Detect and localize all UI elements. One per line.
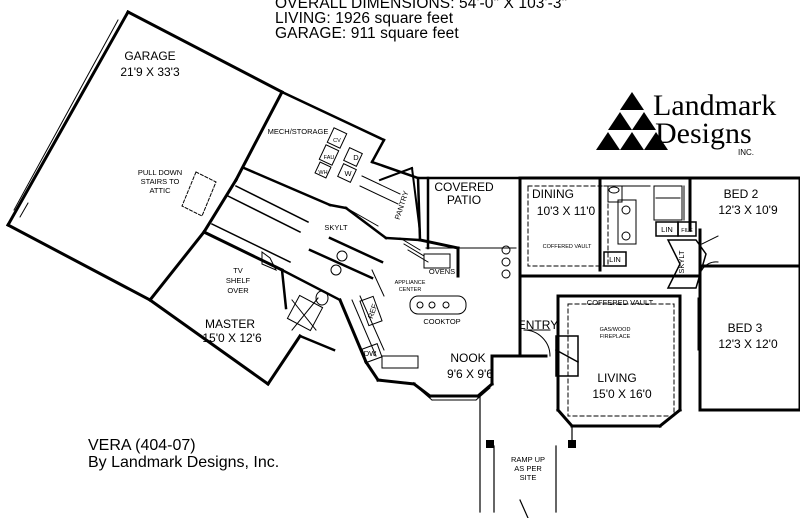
tv-line1: TV xyxy=(233,266,243,275)
mech-storage-label: MECH/STORAGE xyxy=(268,127,329,136)
covered-patio-line1: COVERED xyxy=(434,180,494,194)
attic-line2: STAIRS TO xyxy=(141,177,180,186)
bed3-dim: 12'3 X 12'0 xyxy=(718,337,778,351)
plan-name: VERA (404-07) xyxy=(88,437,196,454)
fireplace-line1: GAS/WOOD xyxy=(600,327,631,333)
ref-label: REF xyxy=(366,302,379,319)
pantry-label: PANTRY xyxy=(393,190,411,221)
entry-label: ENTRY xyxy=(518,318,558,332)
appliance-line1: APPLIANCE xyxy=(395,280,426,286)
wh-label: WH xyxy=(318,170,327,176)
cooktop-label: COOKTOP xyxy=(423,317,460,326)
plan-footer: VERA (404-07) By Landmark Designs, Inc. xyxy=(88,437,279,471)
dining-name: DINING xyxy=(532,187,574,201)
garage-name: GARAGE xyxy=(124,49,175,63)
bed2-name: BED 2 xyxy=(724,187,759,201)
coffered-vault-living: COFFERED VAULT xyxy=(587,298,654,307)
logo-wordmark: Landmark Designs INC. xyxy=(653,89,777,158)
garage-area: GARAGE: 911 square feet xyxy=(275,25,459,42)
lin-label-2: LIN xyxy=(661,225,673,234)
plan-header: OVERALL DIMENSIONS: 54'-0" X 103'-3" LIV… xyxy=(275,0,567,41)
tv-line2: SHELF xyxy=(226,276,251,285)
nook-dim: 9'6 X 9'6 xyxy=(447,367,493,381)
bed2-dim: 12'3 X 10'9 xyxy=(718,203,778,217)
ramp-line1: RAMP UP xyxy=(511,455,545,464)
master-name: MASTER xyxy=(205,317,255,331)
file-label: FILE xyxy=(681,228,693,234)
dw-label: DW xyxy=(364,349,377,358)
lin-label-1: LIN xyxy=(609,255,621,264)
fireplace-line2: FIREPLACE xyxy=(600,334,631,340)
logo-line-2: Designs xyxy=(655,117,752,150)
logo-line-1: Landmark xyxy=(653,89,777,122)
dryer-label: D xyxy=(353,153,359,162)
dining-dim: 10'3 X 11'0 xyxy=(537,204,596,218)
attic-hatch xyxy=(181,171,217,217)
washer-label: W xyxy=(344,169,352,178)
attic-line3: ATTIC xyxy=(149,186,171,195)
bed3-name: BED 3 xyxy=(728,321,763,335)
overall-dimensions: OVERALL DIMENSIONS: 54'-0" X 103'-3" xyxy=(275,0,568,12)
plan-designer: By Landmark Designs, Inc. xyxy=(88,454,280,471)
cv-label: CV xyxy=(333,138,341,144)
ovens-label: OVENS xyxy=(429,267,455,276)
attic-line1: PULL DOWN xyxy=(138,168,182,177)
skylt-hall-label: SKYLT xyxy=(677,250,686,274)
ramp-line2: AS PER xyxy=(514,464,542,473)
living-area: LIVING: 1926 square feet xyxy=(275,10,454,27)
garage-walls xyxy=(5,9,285,303)
appliance-line2: CENTER xyxy=(399,287,422,293)
covered-patio-line2: PATIO xyxy=(447,193,481,207)
coffered-vault-dining: COFFERED VAULT xyxy=(543,244,592,250)
living-name: LIVING xyxy=(597,371,636,385)
nook-name: NOOK xyxy=(450,351,485,365)
ramp-line3: SITE xyxy=(520,473,537,482)
skylt-label: SKYLT xyxy=(324,223,348,232)
tv-line3: OVER xyxy=(227,286,249,295)
master-dim: 15'0 X 12'6 xyxy=(202,331,262,345)
fau-label: FAU xyxy=(324,155,335,161)
garage-dim: 21'9 X 33'3 xyxy=(120,65,180,79)
living-dim: 15'0 X 16'0 xyxy=(592,387,652,401)
logo-inc: INC. xyxy=(738,148,754,157)
